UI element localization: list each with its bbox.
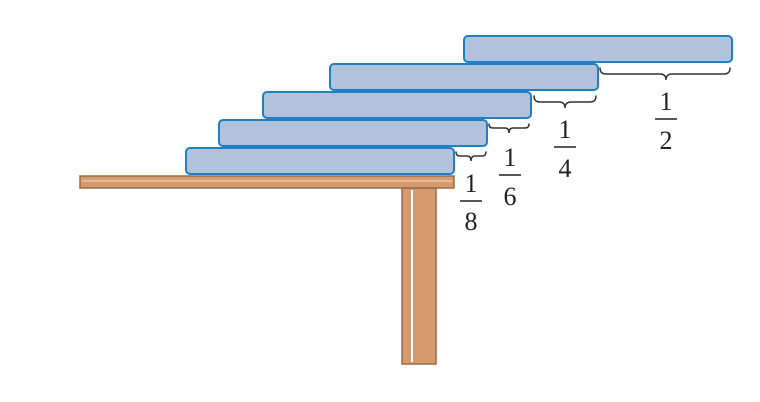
fraction-sixth: 1 6 xyxy=(499,143,521,211)
block-2 xyxy=(329,63,599,91)
brace-half xyxy=(599,67,731,81)
fraction-eighth-numerator: 1 xyxy=(465,169,478,198)
fraction-quarter-numerator: 1 xyxy=(559,115,572,144)
fraction-sixth-denominator: 6 xyxy=(504,182,517,211)
brace-quarter xyxy=(533,95,597,109)
block-5 xyxy=(185,147,455,175)
fraction-sixth-numerator: 1 xyxy=(504,143,517,172)
fraction-eighth-denominator: 8 xyxy=(465,207,478,236)
block-1 xyxy=(463,35,733,63)
fraction-half-numerator: 1 xyxy=(660,87,673,116)
fraction-quarter-denominator: 4 xyxy=(559,154,572,183)
fraction-half: 1 2 xyxy=(655,87,677,155)
table-leg xyxy=(401,187,437,365)
block-4 xyxy=(218,119,488,147)
brace-sixth xyxy=(488,123,530,134)
block-3 xyxy=(262,91,532,119)
table-top xyxy=(79,175,455,189)
table xyxy=(79,175,455,365)
brace-eighth xyxy=(455,151,487,162)
fraction-eighth: 1 8 xyxy=(460,169,482,236)
blocks xyxy=(185,35,733,175)
fraction-half-denominator: 2 xyxy=(660,126,673,155)
fraction-quarter: 1 4 xyxy=(554,115,576,183)
braces xyxy=(455,67,731,162)
